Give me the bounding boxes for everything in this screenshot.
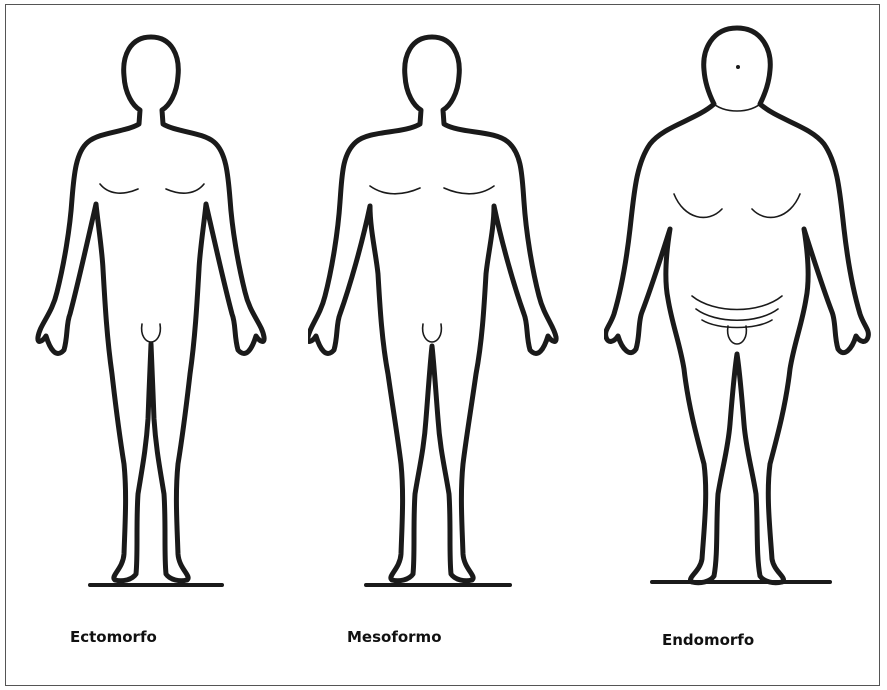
mesomorph-figure xyxy=(308,24,568,594)
endomorph-figure xyxy=(604,24,874,594)
label-mesomorph: Mesoformo xyxy=(347,628,442,646)
label-ectomorph: Ectomorfo xyxy=(70,628,157,646)
label-endomorph: Endomorfo xyxy=(662,631,754,649)
ectomorph-figure xyxy=(30,24,270,594)
